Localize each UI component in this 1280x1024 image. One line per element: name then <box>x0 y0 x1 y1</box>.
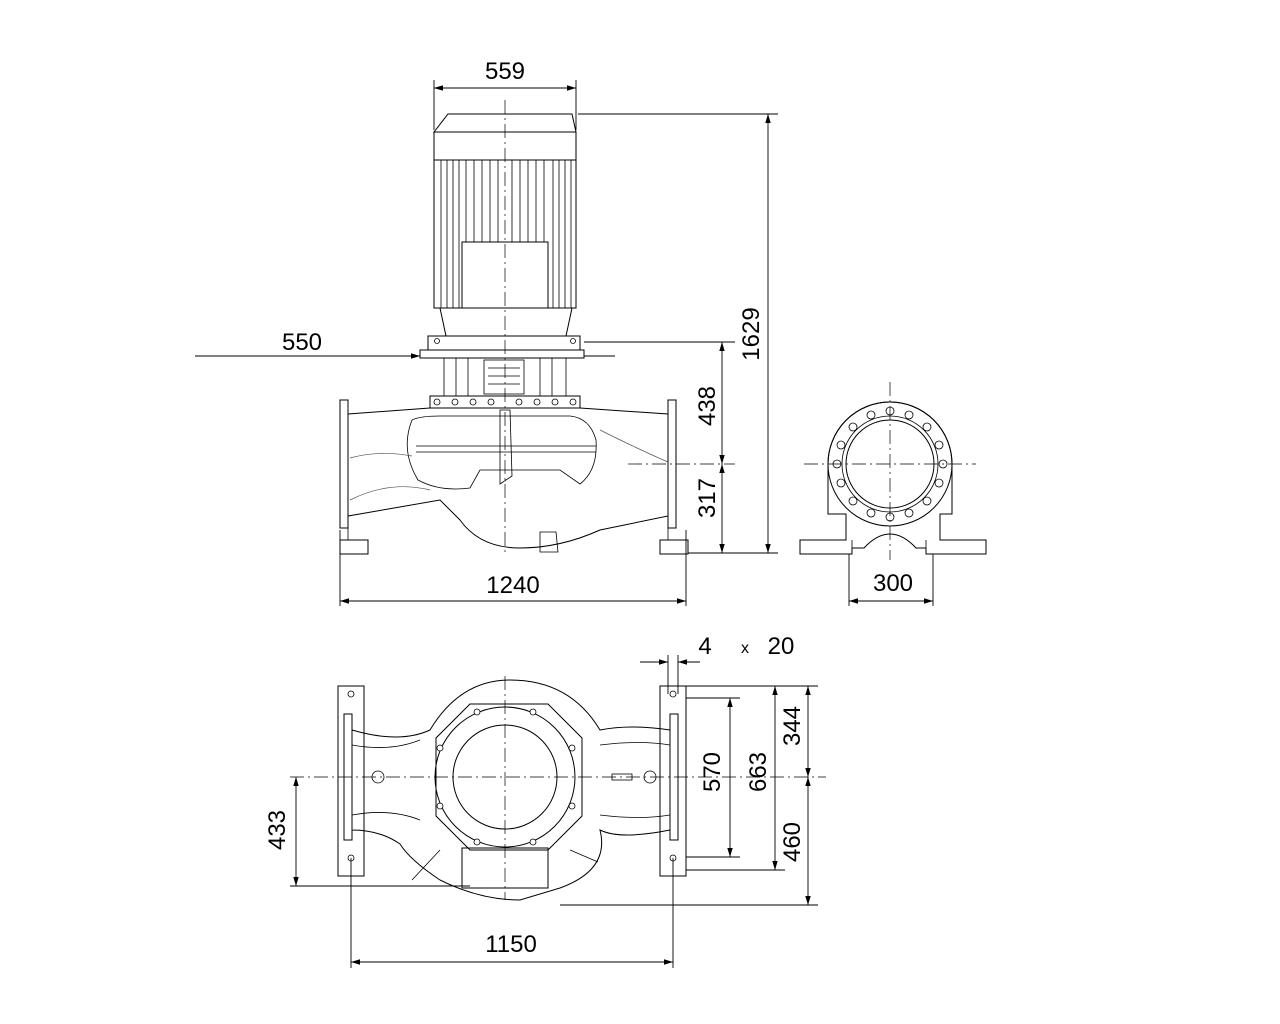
volute-outline <box>406 415 597 490</box>
top-ribs <box>411 849 599 881</box>
inlet-flange <box>339 399 349 529</box>
dim-label-438: 438 <box>694 386 721 426</box>
dim-1240: 1240 <box>339 530 687 606</box>
impeller-line <box>416 445 596 453</box>
dim-label-hole-count: 4 <box>698 633 711 660</box>
dim-label-times: x <box>741 640 749 657</box>
dim-label-559: 559 <box>485 58 525 85</box>
motor-cooling-fins <box>440 160 572 308</box>
dim-label-300: 300 <box>873 570 913 597</box>
dim-570: 570 <box>686 697 740 858</box>
motor-flange <box>427 335 581 351</box>
dim-559: 559 <box>433 58 577 130</box>
dim-344: 344 <box>779 686 811 777</box>
dim-label-433: 433 <box>264 810 291 850</box>
flange-bolts <box>433 338 577 406</box>
top-casing-contours <box>351 739 671 821</box>
dim-label-1629: 1629 <box>738 307 765 360</box>
dim-label-1150: 1150 <box>485 931 537 958</box>
top-volute-outline <box>351 679 671 901</box>
dim-4x20: 4 x 20 <box>640 633 794 694</box>
dim-317: 317 <box>694 464 725 553</box>
side-housing <box>799 401 987 555</box>
dim-433: 433 <box>264 777 470 887</box>
dim-label-663: 663 <box>745 752 772 792</box>
dim-label-570: 570 <box>699 752 726 792</box>
foot-hole-tr <box>669 690 677 698</box>
dim-label-1240: 1240 <box>486 572 539 599</box>
side-feet-lines <box>845 514 941 548</box>
dim-label-460: 460 <box>779 822 806 862</box>
dim-1150: 1150 <box>350 858 674 968</box>
feet-details <box>347 516 669 553</box>
motor-neck <box>439 307 573 337</box>
front-view: 559 1629 550 438 317 <box>195 58 778 606</box>
dim-label-317: 317 <box>694 478 721 518</box>
dim-label-344: 344 <box>779 706 806 746</box>
dim-460: 460 <box>560 777 818 906</box>
coupling-plate <box>419 349 585 359</box>
top-view: 4 x 20 570 663 344 460 <box>264 633 826 968</box>
pump-casing <box>347 407 669 549</box>
left-foot <box>339 539 369 555</box>
dim-663: 663 <box>686 685 818 871</box>
side-flange-bolt-holes <box>832 406 948 522</box>
dim-550: 550 <box>195 329 735 359</box>
dim-label-hole-diameter: 20 <box>768 633 795 660</box>
dim-438: 438 <box>694 342 725 464</box>
dim-label-550: 550 <box>282 329 322 356</box>
casing-contours <box>349 429 669 501</box>
top-cover-bolts <box>436 708 576 846</box>
side-view: 300 <box>799 382 987 606</box>
shaft-section <box>499 409 513 485</box>
dim-300: 300 <box>848 554 934 606</box>
foot-hole-tl <box>347 690 355 698</box>
dim-1629: 1629 <box>578 113 778 554</box>
right-foot <box>659 539 689 555</box>
